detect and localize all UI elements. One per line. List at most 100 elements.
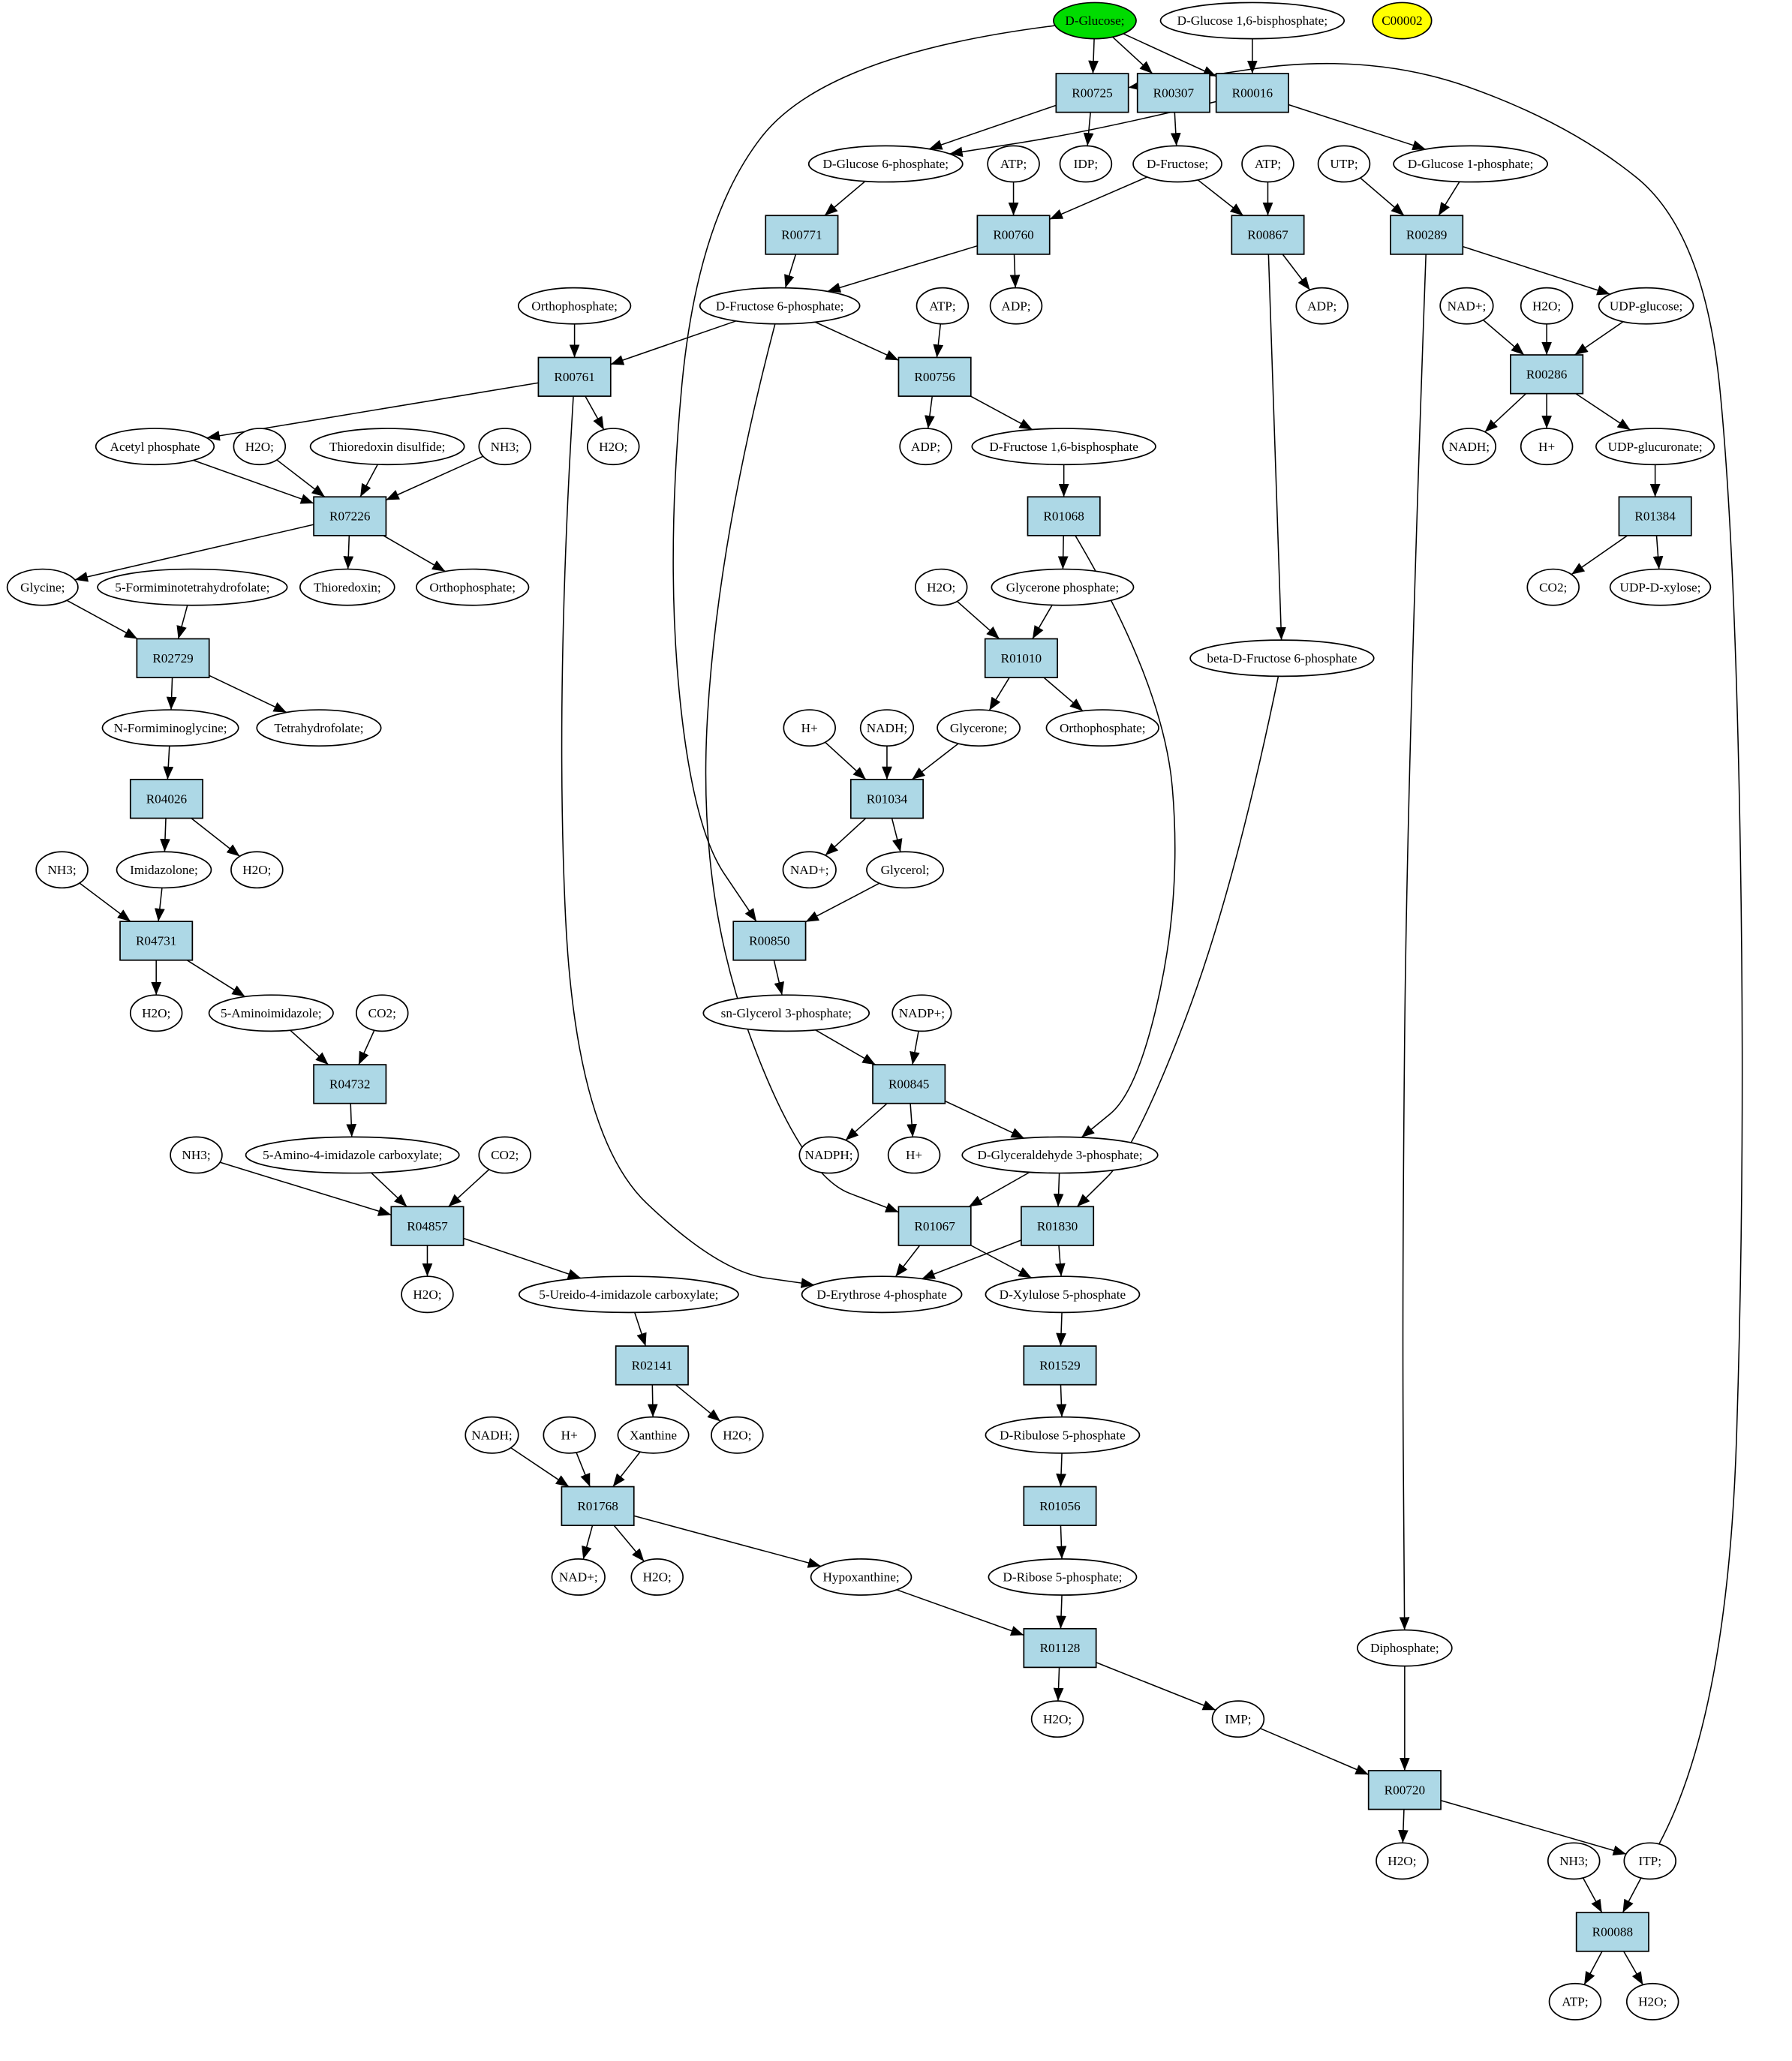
compound-node-nad2[interactable]: NAD+; [782, 851, 837, 889]
hp3-shape[interactable] [887, 1136, 941, 1174]
r00760-shape[interactable] [976, 215, 1051, 255]
compound-node-nh31[interactable]: NH3; [478, 428, 531, 466]
r04732-shape[interactable] [313, 1064, 387, 1104]
compound-node-nfg[interactable]: N-Formiminoglycine; [101, 709, 239, 747]
reaction-node-r01768[interactable]: R01768 [561, 1486, 635, 1527]
reaction-node-r01010[interactable]: R01010 [984, 638, 1058, 678]
h2o12-shape[interactable] [1625, 1982, 1679, 2020]
atp2-shape[interactable] [1241, 145, 1294, 183]
trxred-shape[interactable] [299, 568, 395, 606]
fthf-shape[interactable] [97, 568, 288, 606]
reaction-node-r04732[interactable]: R04732 [313, 1064, 387, 1104]
aic-shape[interactable] [245, 1136, 460, 1174]
compound-node-hp1[interactable]: H+ [1520, 428, 1574, 466]
imp-shape[interactable] [1211, 1700, 1265, 1738]
compound-node-x5p[interactable]: D-Xylulose 5-phosphate [985, 1275, 1141, 1314]
compound-node-nadh3[interactable]: NADH; [465, 1416, 519, 1454]
compound-node-fru[interactable]: D-Fructose; [1132, 145, 1222, 183]
compound-node-hyp[interactable]: Hypoxanthine; [810, 1558, 913, 1596]
h2o7-shape[interactable] [401, 1275, 454, 1314]
compound-node-nadp[interactable]: NADP+; [891, 994, 952, 1032]
compound-node-co2a[interactable]: CO2; [1526, 568, 1580, 606]
r01830-shape[interactable] [1021, 1206, 1095, 1246]
compound-node-nh32[interactable]: NH3; [35, 851, 89, 889]
g6p-shape[interactable] [807, 145, 964, 183]
compound-node-glc[interactable]: D-Glucose; [1053, 2, 1137, 40]
compound-node-hp2[interactable]: H+ [783, 709, 836, 747]
r00286-shape[interactable] [1510, 354, 1584, 395]
reaction-node-r00286[interactable]: R00286 [1510, 354, 1584, 395]
r00088-shape[interactable] [1575, 1912, 1649, 1952]
r00867-shape[interactable] [1231, 215, 1305, 255]
reaction-node-r01034[interactable]: R01034 [849, 779, 924, 819]
nad1-shape[interactable] [1439, 287, 1494, 325]
compound-node-aic[interactable]: 5-Amino-4-imidazole carboxylate; [245, 1136, 460, 1174]
atp3-shape[interactable] [916, 287, 970, 325]
h2o9-shape[interactable] [630, 1558, 684, 1596]
e4p-shape[interactable] [801, 1275, 963, 1314]
reaction-node-r01128[interactable]: R01128 [1023, 1627, 1097, 1669]
gap-shape[interactable] [961, 1136, 1159, 1174]
udpglc-shape[interactable] [1598, 287, 1694, 325]
fbp-shape[interactable] [971, 428, 1156, 466]
compound-node-h2o1[interactable]: H2O; [1520, 287, 1574, 325]
r00725-shape[interactable] [1055, 73, 1129, 113]
compound-node-hp4[interactable]: H+ [543, 1416, 596, 1454]
co2c-shape[interactable] [478, 1136, 531, 1174]
r01768-shape[interactable] [561, 1486, 635, 1527]
reaction-node-r04731[interactable]: R04731 [119, 921, 194, 961]
r02141-shape[interactable] [615, 1345, 689, 1386]
compound-node-h2o6[interactable]: H2O; [129, 994, 183, 1032]
compound-node-bf6p[interactable]: beta-D-Fructose 6-phosphate [1189, 639, 1375, 677]
compound-node-pi1[interactable]: Orthophosphate; [517, 287, 632, 325]
r04731-shape[interactable] [119, 921, 194, 961]
compound-node-h2o10[interactable]: H2O; [1030, 1700, 1084, 1738]
compound-node-idp[interactable]: IDP; [1059, 145, 1113, 183]
dhap-shape[interactable] [991, 568, 1135, 606]
r00761-shape[interactable] [537, 356, 612, 397]
compound-node-dhap[interactable]: Glycerone phosphate; [991, 568, 1135, 606]
compound-node-pi3[interactable]: Orthophosphate; [1045, 709, 1159, 747]
atp1-shape[interactable] [987, 145, 1040, 183]
nh31-shape[interactable] [478, 428, 531, 466]
nfg-shape[interactable] [101, 709, 239, 747]
compound-node-thf[interactable]: Tetrahydrofolate; [256, 709, 382, 747]
compound-node-xan[interactable]: Xanthine [617, 1416, 690, 1454]
adp3-shape[interactable] [899, 428, 952, 466]
aim-shape[interactable] [208, 994, 334, 1032]
reaction-node-r00088[interactable]: R00088 [1575, 1912, 1649, 1952]
bf6p-shape[interactable] [1189, 639, 1375, 677]
compound-node-atp2[interactable]: ATP; [1241, 145, 1294, 183]
compound-node-atp1[interactable]: ATP; [987, 145, 1040, 183]
r01068-shape[interactable] [1027, 496, 1101, 536]
atp4-shape[interactable] [1548, 1982, 1602, 2020]
xan-shape[interactable] [617, 1416, 690, 1454]
pi3-shape[interactable] [1045, 709, 1159, 747]
reaction-node-r00771[interactable]: R00771 [765, 215, 839, 255]
reaction-node-r00016[interactable]: R00016 [1215, 73, 1289, 113]
r00720-shape[interactable] [1367, 1770, 1442, 1810]
r07226-shape[interactable] [313, 496, 387, 536]
compound-node-imp[interactable]: IMP; [1211, 1700, 1265, 1738]
reaction-node-r01384[interactable]: R01384 [1618, 496, 1692, 536]
reaction-node-r00760[interactable]: R00760 [976, 215, 1051, 255]
trxox-shape[interactable] [309, 428, 465, 466]
h2o11-shape[interactable] [1376, 1842, 1429, 1880]
r02729-shape[interactable] [136, 638, 210, 678]
reaction-node-r01068[interactable]: R01068 [1027, 496, 1101, 536]
nad2-shape[interactable] [782, 851, 837, 889]
acp-shape[interactable] [95, 428, 215, 466]
r01056-shape[interactable] [1023, 1486, 1097, 1527]
compound-node-nadph[interactable]: NADPH; [798, 1136, 859, 1174]
fru-shape[interactable] [1132, 145, 1222, 183]
reaction-node-r01067[interactable]: R01067 [898, 1206, 972, 1246]
compound-node-adp3[interactable]: ADP; [899, 428, 952, 466]
reaction-node-r00756[interactable]: R00756 [898, 356, 972, 397]
r01384-shape[interactable] [1618, 496, 1692, 536]
compound-node-h2o2[interactable]: H2O; [233, 428, 287, 466]
compound-node-fbp[interactable]: D-Fructose 1,6-bisphosphate [971, 428, 1156, 466]
compound-node-udpglc[interactable]: UDP-glucose; [1598, 287, 1694, 325]
reaction-node-r07226[interactable]: R07226 [313, 496, 387, 536]
r5p-shape[interactable] [988, 1558, 1138, 1596]
r01529-shape[interactable] [1023, 1345, 1097, 1386]
